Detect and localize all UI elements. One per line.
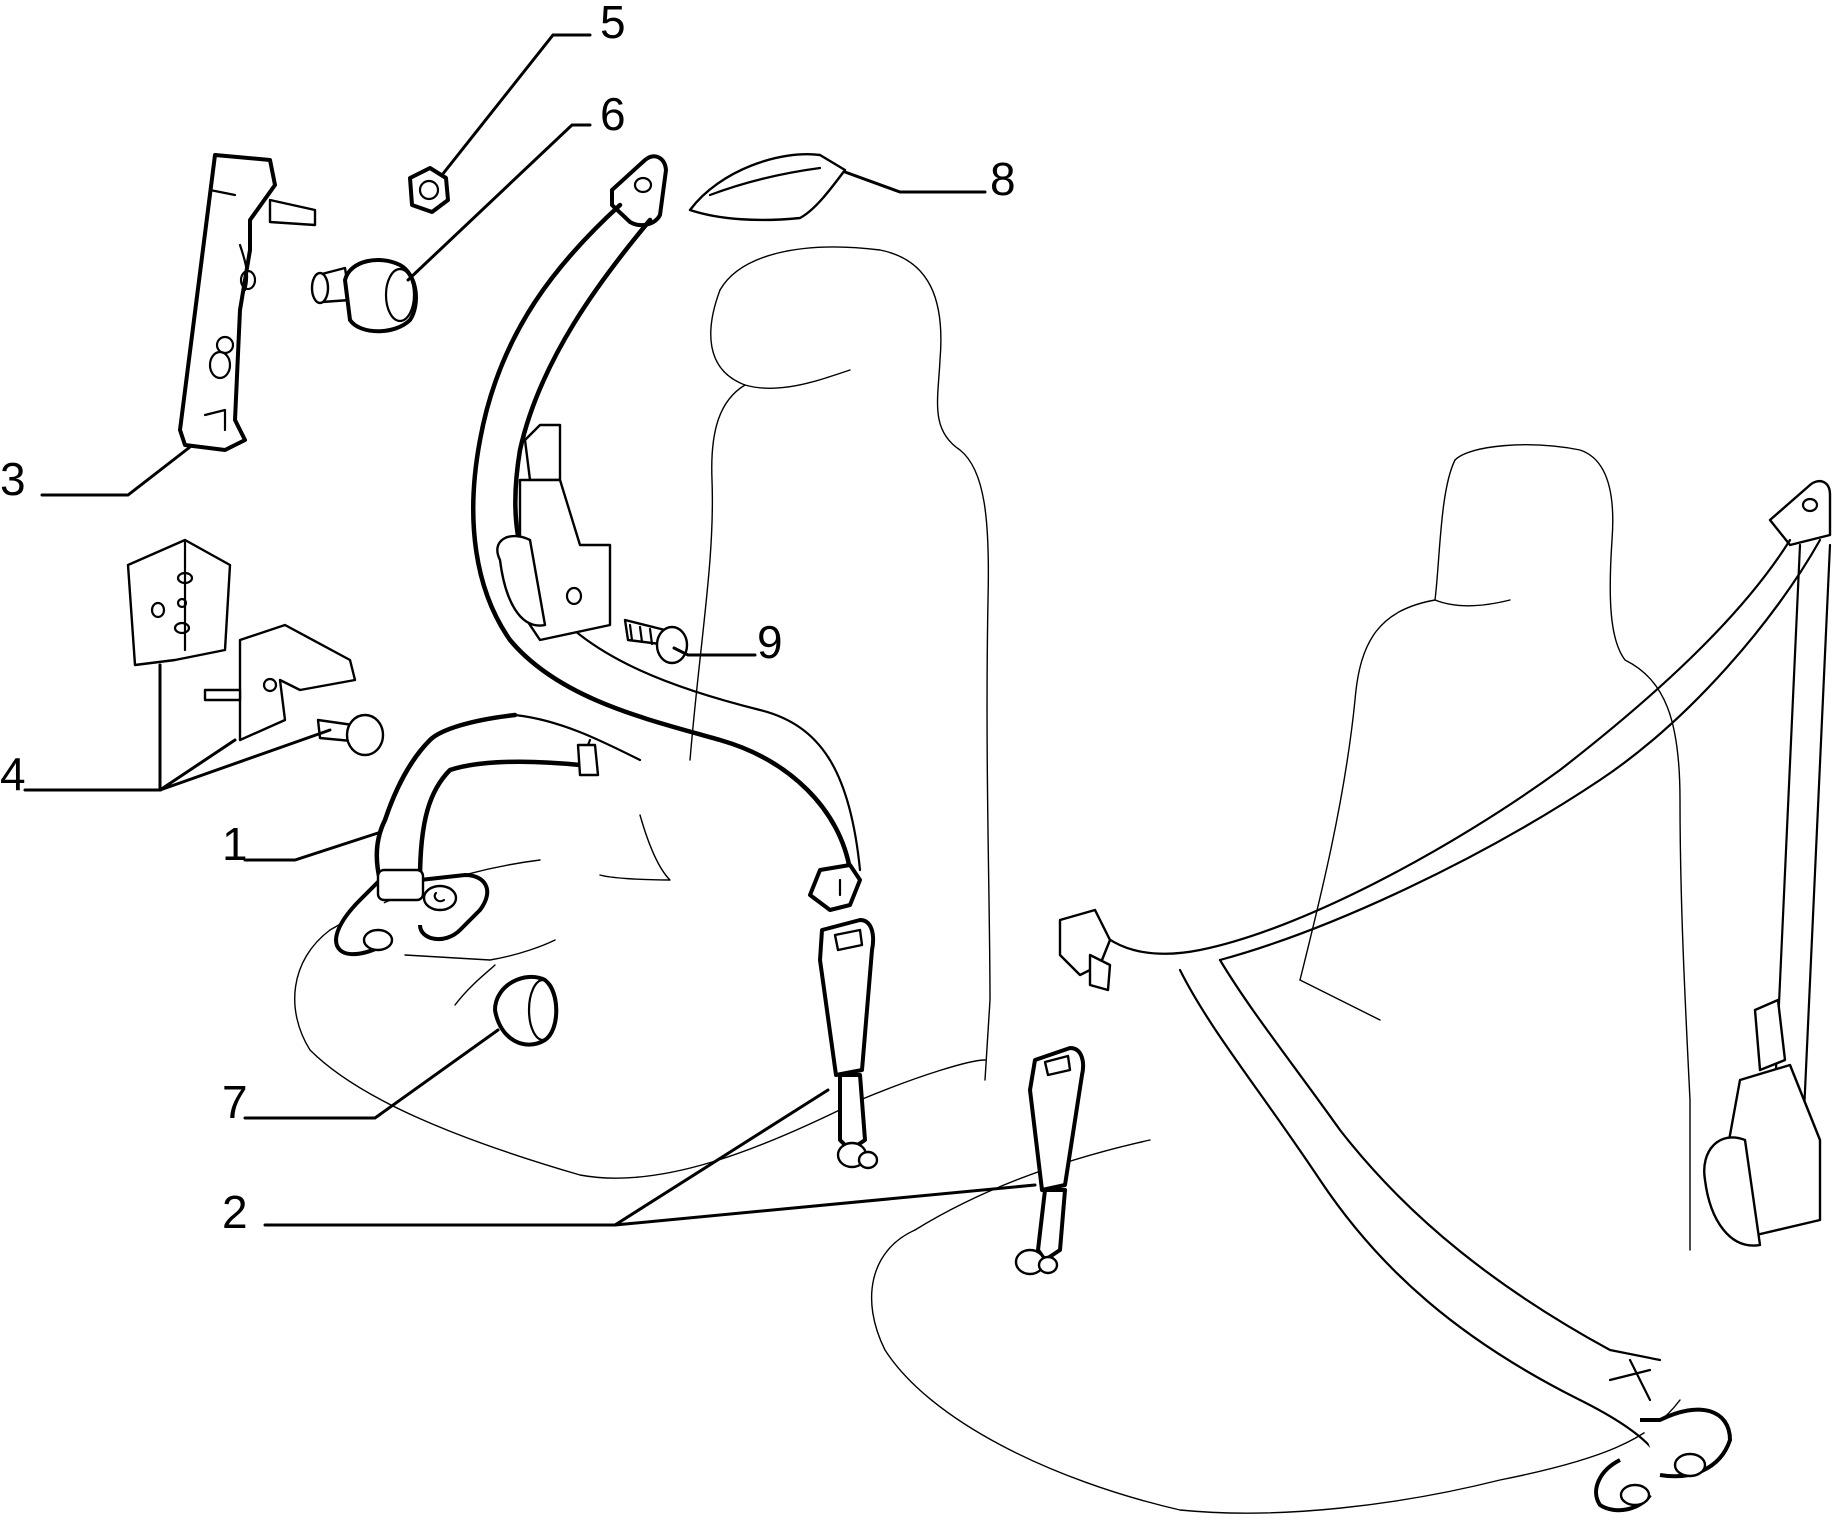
callout-5: 5	[600, 0, 626, 48]
right-seat-outline	[870, 444, 1691, 1514]
right-belt-assembly	[1058, 479, 1832, 1513]
left-belt-assembly	[334, 154, 862, 1006]
part-6-spacer	[310, 258, 418, 334]
part-8-trim-cover	[688, 153, 847, 222]
callout-3: 3	[0, 453, 26, 505]
callout-labels: 5 6 8 3 9 4 1 7 2	[0, 0, 1016, 1238]
left-seat-outline	[294, 246, 991, 1179]
right-buckle-stalk	[1014, 1046, 1086, 1276]
left-buckle-stalk	[818, 918, 879, 1170]
part-3-pillar-bracket	[178, 153, 317, 452]
part-7-cap	[493, 974, 559, 1047]
part-5-nut	[408, 166, 450, 214]
leader-lines	[23, 33, 1037, 1227]
callout-2: 2	[222, 1186, 248, 1238]
callout-7: 7	[222, 1076, 248, 1128]
part-9-bolt	[623, 618, 689, 665]
callout-8: 8	[990, 153, 1016, 205]
callout-4: 4	[0, 748, 26, 800]
callout-6: 6	[600, 88, 626, 140]
callout-1: 1	[222, 818, 248, 870]
callout-9: 9	[757, 616, 783, 668]
part-4-bracket-set	[126, 538, 385, 757]
